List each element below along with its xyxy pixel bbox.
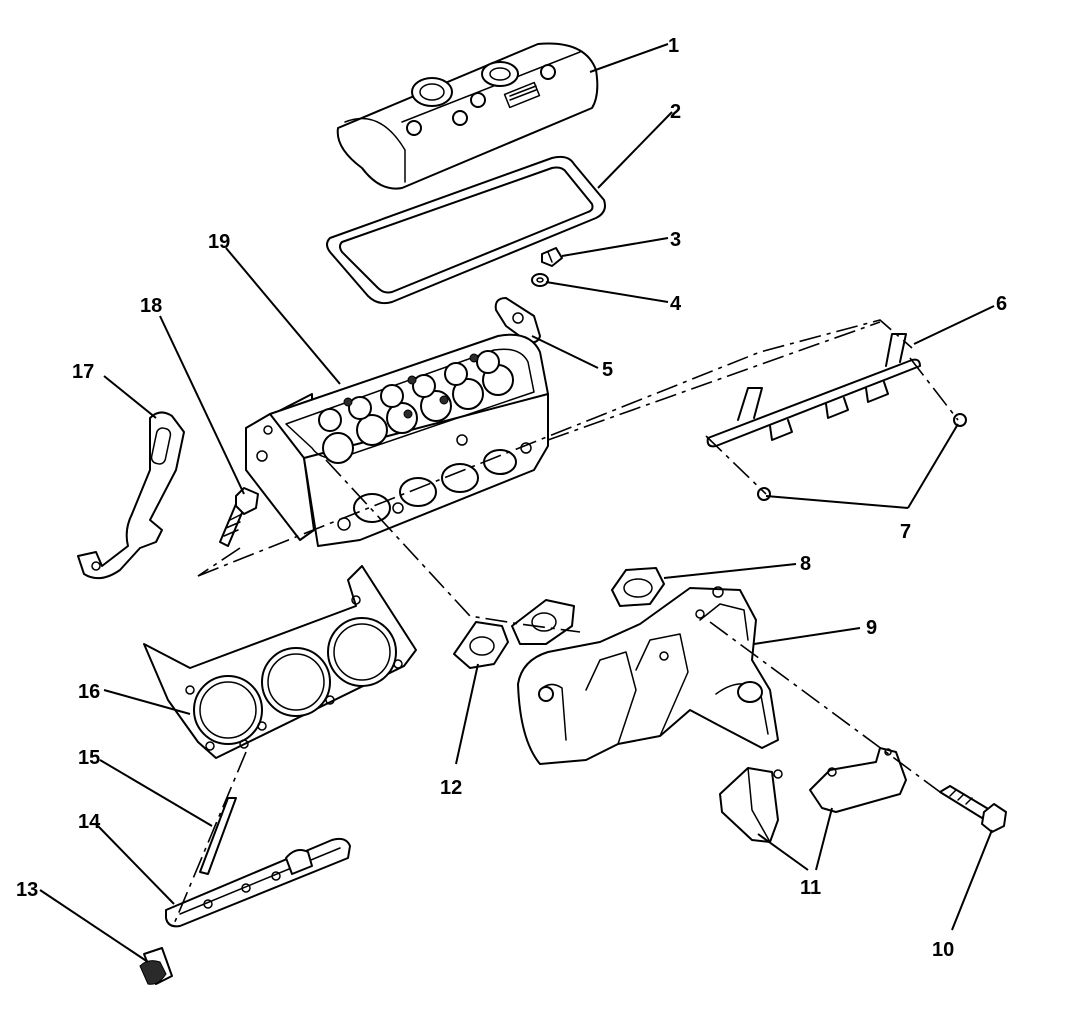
callout-9: 9 bbox=[866, 617, 877, 639]
exhaust-manifold bbox=[517, 586, 779, 765]
cylinder-head bbox=[245, 333, 549, 547]
callout-11: 11 bbox=[800, 877, 821, 899]
assembly-center-lines bbox=[173, 319, 959, 925]
cylinder-head-bolt bbox=[219, 487, 259, 547]
rocker-arm-nut bbox=[541, 247, 563, 267]
callout-12: 12 bbox=[440, 777, 462, 799]
exhaust-manifold-gasket bbox=[453, 599, 575, 669]
callout-18: 18 bbox=[140, 295, 162, 317]
callout-5: 5 bbox=[602, 359, 613, 381]
valve-cover-gasket bbox=[326, 155, 606, 305]
wire-bracket bbox=[706, 333, 921, 448]
callout-2: 2 bbox=[670, 101, 681, 123]
callout-3: 3 bbox=[670, 229, 681, 251]
callout-leaders bbox=[39, 43, 995, 963]
valve-rocker-cover bbox=[336, 42, 599, 190]
manifold-flange-gasket bbox=[611, 567, 665, 607]
callout-labels: 1 2 3 4 5 6 7 8 9 10 11 12 13 14 15 16 1… bbox=[16, 35, 1007, 961]
callout-13: 13 bbox=[16, 879, 38, 901]
cylinder-head-gasket bbox=[143, 565, 417, 759]
valve-lifter-guide bbox=[165, 837, 351, 928]
rocker-arm-washer bbox=[531, 273, 549, 287]
push-rod bbox=[199, 797, 237, 875]
callout-14: 14 bbox=[78, 811, 101, 833]
callout-8: 8 bbox=[800, 553, 811, 575]
callout-15: 15 bbox=[78, 747, 100, 769]
manifold-bolt bbox=[939, 785, 1007, 833]
callout-6: 6 bbox=[996, 293, 1007, 315]
callout-1: 1 bbox=[668, 35, 679, 57]
callout-17: 17 bbox=[72, 361, 94, 383]
callout-19: 19 bbox=[208, 231, 230, 253]
bracket-nut bbox=[757, 413, 967, 501]
engine-bracket bbox=[77, 411, 185, 580]
callout-16: 16 bbox=[78, 681, 100, 703]
callout-4: 4 bbox=[670, 293, 682, 315]
callout-7: 7 bbox=[900, 521, 911, 543]
callout-10: 10 bbox=[932, 939, 954, 961]
valve-lifter bbox=[139, 947, 173, 985]
exhaust-heat-shield bbox=[719, 747, 907, 843]
